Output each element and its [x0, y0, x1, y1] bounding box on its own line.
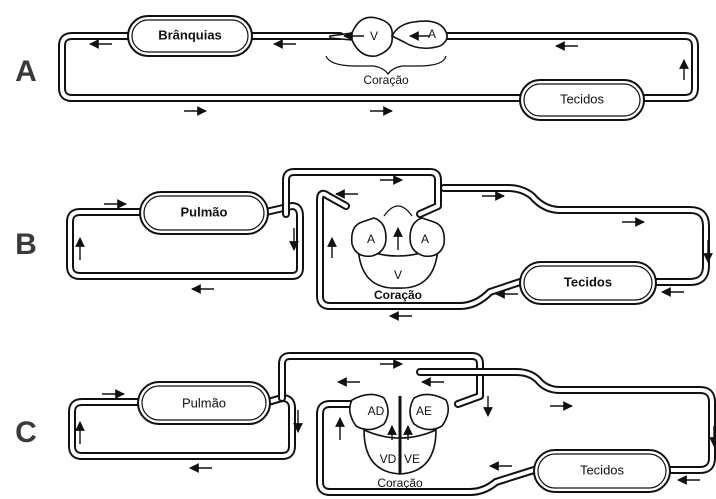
row-c-left-atrium-label: AE: [416, 404, 432, 418]
row-c-left-atrium: [348, 393, 389, 431]
row-c-heart-label: Coração: [377, 476, 423, 490]
row-a-heart: V A Coração: [325, 16, 448, 87]
row-c-lung-label: Pulmão: [182, 395, 226, 410]
row-c-flow-arrows: [75, 359, 716, 485]
row-b-lung-label: Pulmão: [181, 204, 228, 219]
row-a-heart-label: Coração: [363, 73, 409, 87]
row-a-gills-label: Brânquias: [158, 27, 222, 42]
row-c-left-ventricle-label: VE: [404, 452, 420, 466]
row-b-tissues-box: Tecidos: [519, 261, 657, 305]
row-a-ventricle-label: V: [370, 29, 378, 43]
row-a-single-circulation: A Brânquias Tecidos V A Coração: [15, 15, 699, 121]
row-b-atrium-right-label: A: [421, 232, 429, 246]
row-b-ventricle-label: V: [394, 268, 402, 282]
row-c-right-atrium: [409, 393, 450, 431]
row-b-flow-arrows: [75, 175, 713, 321]
row-b-heart-label: Coração: [374, 288, 422, 302]
row-c-lung-box: Pulmão: [137, 381, 271, 425]
row-a-atrium-label: A: [428, 27, 436, 41]
row-c-heart: AD AE VD VE Coração: [348, 393, 450, 490]
row-b-heart: A A V Coração: [350, 205, 446, 302]
row-a-flow-arrows: [89, 31, 689, 116]
row-b-left-atrium: [350, 217, 387, 258]
row-a-tissues-label: Tecidos: [560, 91, 605, 106]
row-a-atrium: [390, 20, 448, 50]
row-b-atrium-left-label: A: [367, 232, 375, 246]
row-b-right-atrium: [409, 217, 446, 258]
row-b-letter: B: [15, 228, 37, 261]
row-c-right-atrium-label: AD: [368, 404, 385, 418]
row-a-gills-box: Brânquias: [127, 15, 253, 57]
row-b-tissues-label: Tecidos: [564, 274, 612, 289]
row-a-ventricle: [329, 16, 393, 57]
row-a-tissues-box: Tecidos: [519, 79, 645, 121]
row-c-letter: C: [15, 416, 37, 449]
row-c-tissues-label: Tecidos: [580, 462, 625, 477]
row-a-letter: A: [15, 55, 37, 88]
row-c-tissues-box: Tecidos: [533, 449, 671, 493]
row-c-right-ventricle-label: VD: [380, 452, 397, 466]
row-b-lung-box: Pulmão: [139, 191, 269, 235]
row-b-double-circulation-incomplete: B Pulmão Tecidos A A V Coração: [15, 168, 713, 321]
row-c-double-circulation-complete: C Pulmão Tecidos AD AE VD VE Cor: [15, 352, 716, 496]
